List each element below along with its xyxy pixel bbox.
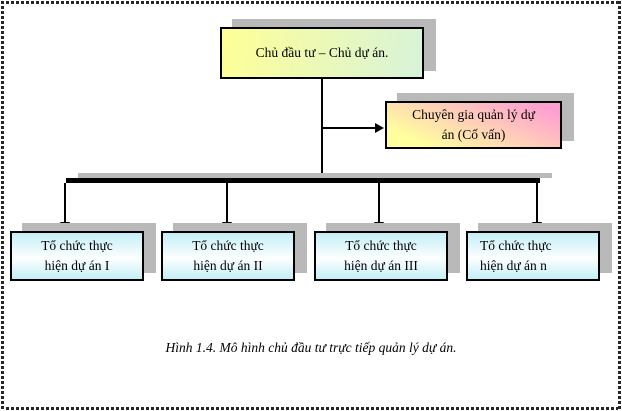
node-unit-1: Tổ chức thực hiện dự án I [10, 231, 144, 281]
connector-bar [66, 178, 540, 183]
connector-to-advisor [322, 127, 376, 129]
node-unit-2: Tổ chức thực hiện dự án II [161, 231, 295, 281]
frame-border-left [1, 1, 4, 410]
arrow-down-icon-4 [532, 222, 542, 231]
frame-border-bottom [1, 407, 621, 410]
node-advisor: Chuyên gia quản lý dự án (Cố vấn) [385, 101, 562, 149]
arrow-down-icon-1 [60, 222, 70, 231]
node-owner-label: Chủ đầu tư – Chủ dự án. [255, 45, 389, 60]
connector-drop-1 [64, 183, 66, 223]
node-advisor-line-1: Chuyên gia quản lý dự [412, 107, 535, 122]
node-unit-4: Tổ chức thực hiện dự án n [466, 231, 600, 281]
arrow-right-icon [375, 123, 384, 133]
node-unit-1-line-1: Tổ chức thực [41, 238, 113, 253]
arrow-down-icon-3 [374, 222, 384, 231]
connector-drop-4 [536, 183, 538, 223]
node-unit-4-line-2: hiện dự án n [480, 258, 547, 273]
connector-owner-to-bar [321, 79, 323, 179]
arrow-down-icon-2 [222, 222, 232, 231]
node-unit-2-line-2: hiện dự án II [193, 258, 263, 273]
node-unit-3-line-1: Tổ chức thực [345, 238, 417, 253]
node-unit-3-line-2: hiện dự án III [344, 258, 418, 273]
node-unit-3: Tổ chức thực hiện dự án III [314, 231, 448, 281]
node-unit-2-line-1: Tổ chức thực [192, 238, 264, 253]
frame-border-right [618, 1, 621, 410]
node-unit-4-line-1: Tổ chức thực [480, 238, 552, 253]
node-advisor-line-2: án (Cố vấn) [441, 127, 506, 142]
node-owner: Chủ đầu tư – Chủ dự án. [220, 27, 424, 79]
figure-caption: Hình 1.4. Mô hình chủ đầu tư trực tiếp q… [165, 340, 457, 355]
connector-drop-2 [226, 183, 228, 223]
connector-drop-3 [378, 183, 380, 223]
node-unit-1-line-2: hiện dự án I [44, 258, 110, 273]
frame-border-top [1, 1, 621, 4]
